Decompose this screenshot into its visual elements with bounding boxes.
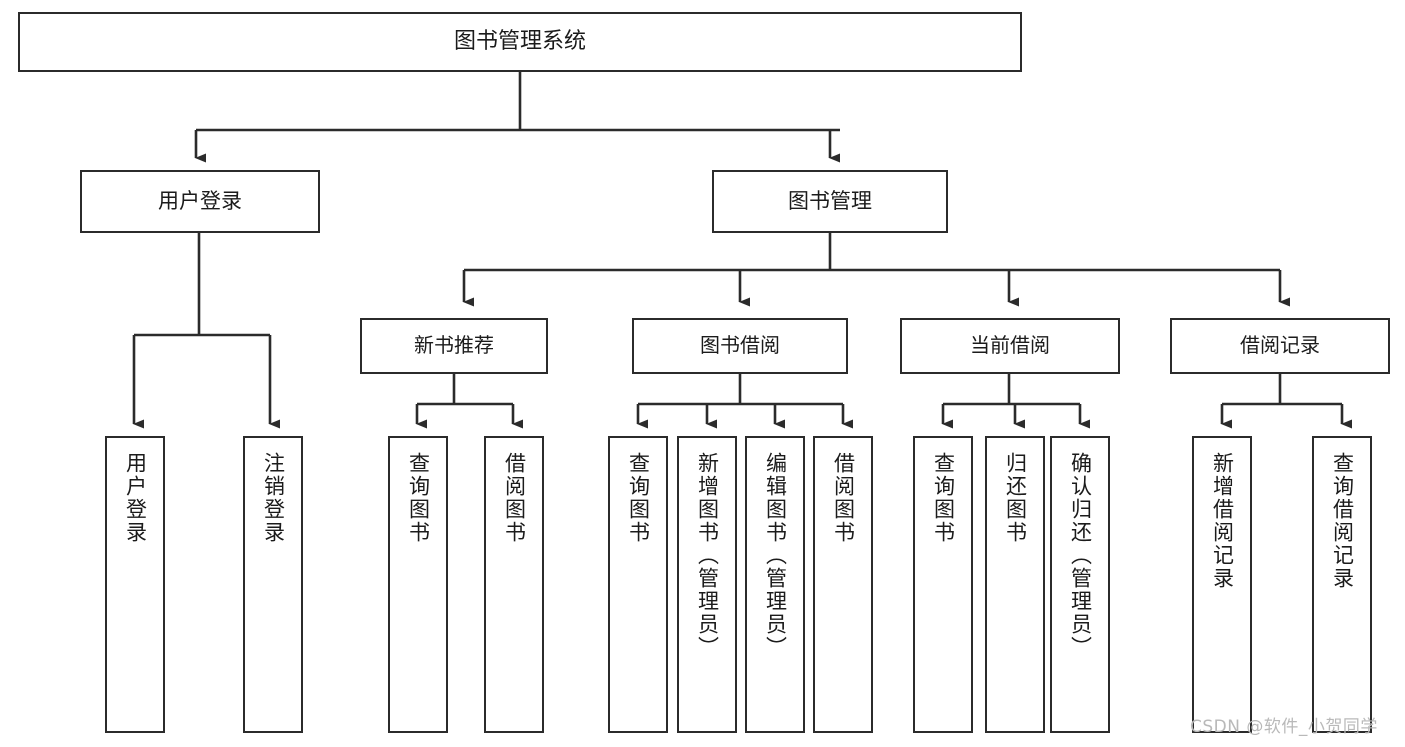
node-label: 当前借阅 [970, 333, 1050, 358]
leaf-current-query-book[interactable]: 查询图书 [913, 436, 973, 733]
csdn-watermark: CSDN @软件_小贺同学 [1190, 717, 1378, 737]
node-label: 确认归还（管理员） [1068, 452, 1093, 659]
node-label: 借阅图书 [502, 452, 527, 544]
leaf-current-return-book[interactable]: 归还图书 [985, 436, 1045, 733]
leaf-borrow-edit-book-admin[interactable]: 编辑图书（管理员） [745, 436, 805, 733]
leaf-user-login[interactable]: 用户登录 [105, 436, 165, 733]
leaf-record-add-borrow-record[interactable]: 新增借阅记录 [1192, 436, 1252, 733]
node-label: 查询图书 [626, 452, 651, 544]
leaf-borrow-borrow-book[interactable]: 借阅图书 [813, 436, 873, 733]
node-label: 查询借阅记录 [1330, 452, 1355, 590]
leaf-recommend-query-book[interactable]: 查询图书 [388, 436, 448, 733]
node-label: 查询图书 [406, 452, 431, 544]
node-label: 借阅图书 [831, 452, 856, 544]
node-user-login[interactable]: 用户登录 [80, 170, 320, 233]
node-label: 新增借阅记录 [1210, 452, 1235, 590]
node-label: 新增图书（管理员） [695, 452, 720, 659]
leaf-record-query-borrow-record[interactable]: 查询借阅记录 [1312, 436, 1372, 733]
node-new-book-recommend[interactable]: 新书推荐 [360, 318, 548, 374]
leaf-logout[interactable]: 注销登录 [243, 436, 303, 733]
node-label: 图书借阅 [700, 333, 780, 358]
node-root-book-management-system[interactable]: 图书管理系统 [18, 12, 1022, 72]
node-label: 借阅记录 [1240, 333, 1320, 358]
leaf-current-confirm-return-admin[interactable]: 确认归还（管理员） [1050, 436, 1110, 733]
node-label: 查询图书 [931, 452, 956, 544]
node-label: 图书管理 [788, 189, 872, 214]
leaf-borrow-add-book-admin[interactable]: 新增图书（管理员） [677, 436, 737, 733]
node-label: 注销登录 [261, 452, 286, 544]
node-label: 新书推荐 [414, 333, 494, 358]
node-book-management[interactable]: 图书管理 [712, 170, 948, 233]
node-book-borrow[interactable]: 图书借阅 [632, 318, 848, 374]
node-label: 编辑图书（管理员） [763, 452, 788, 659]
node-label: 图书管理系统 [453, 29, 586, 55]
leaf-recommend-borrow-book[interactable]: 借阅图书 [484, 436, 544, 733]
node-current-borrow[interactable]: 当前借阅 [900, 318, 1120, 374]
node-borrow-record[interactable]: 借阅记录 [1170, 318, 1390, 374]
node-label: 归还图书 [1003, 452, 1028, 544]
node-label: 用户登录 [158, 189, 242, 214]
leaf-borrow-query-book[interactable]: 查询图书 [608, 436, 668, 733]
node-label: 用户登录 [123, 452, 148, 544]
